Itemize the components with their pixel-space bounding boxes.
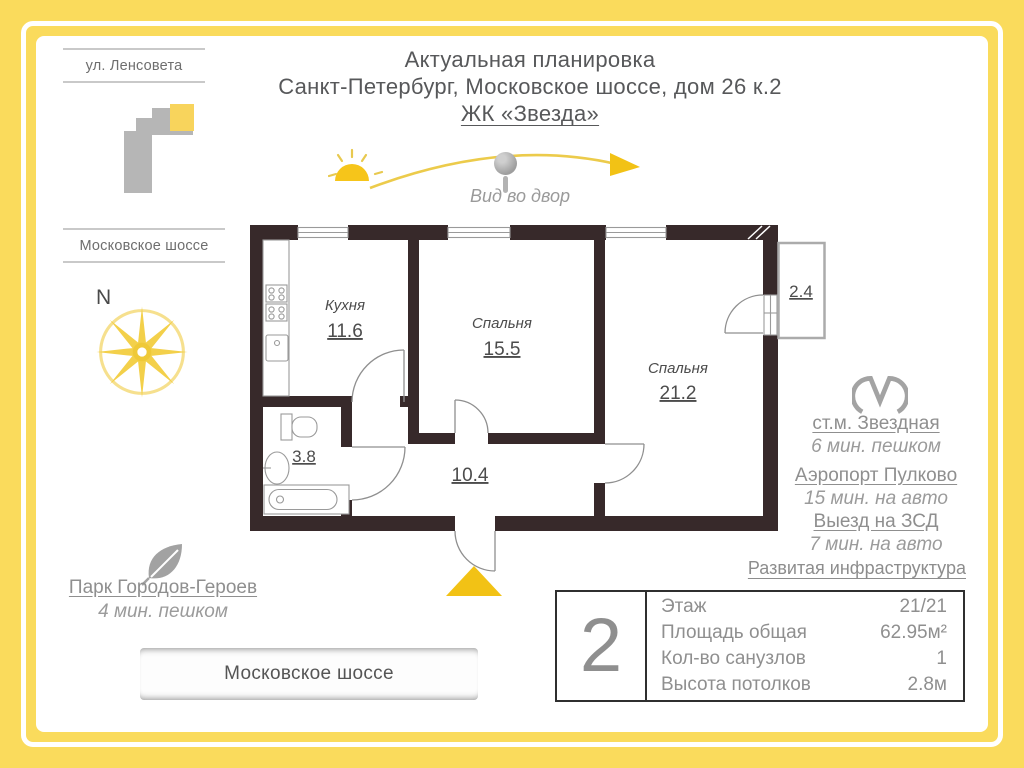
park-time: 4 мин. пешком [98,601,228,622]
bedroom1-name: Спальня [472,315,532,332]
info-row-bathrooms: Кол-во санузлов 1 [661,647,947,671]
bathroom-fixtures [263,413,350,515]
compass-north-label: N [96,286,112,309]
metro-icon [852,376,908,414]
info-label: Кол-во санузлов [661,648,806,669]
corner-hatch [747,225,771,240]
bedroom1-area: 15.5 [484,339,521,360]
info-label: Этаж [661,596,707,617]
info-row-floor: Этаж 21/21 [661,595,947,619]
transport-info: ст.м. Звездная 6 мин. пешком Аэропорт Пу… [768,412,984,556]
info-row-area: Площадь общая 62.95м² [661,621,947,645]
view-to-yard-label: Вид во двор [470,186,570,206]
content-area [36,36,988,732]
airport-name: Аэропорт Пулково [794,465,958,486]
info-rows: Этаж 21/21 Площадь общая 62.95м² Кол-во … [647,592,963,700]
bedroom2-name: Спальня [648,360,708,377]
arrowhead [610,153,640,176]
info-value: 62.95м² [880,622,947,643]
street-label-moskovskoe-bottom: Московское шоссе [140,648,478,700]
balcony-area: 2.4 [789,282,813,301]
highway-name: Выезд на ЗСД [813,511,939,532]
floorplan-svg: Кухня 11.6 Спальня 15.5 Спальня 21.2 3.8… [250,225,826,596]
metro-name: ст.м. Звездная [812,413,940,434]
info-label: Высота потолков [661,674,811,695]
info-label: Площадь общая [661,622,807,643]
kitchen-name: Кухня [325,297,365,314]
street-label-moskovskoe-left: Московское шоссе [63,228,225,263]
building-footprint-icon [124,104,194,193]
infrastructure-label: Развитая инфраструктура [747,558,966,578]
apartment-info-box: 2 Этаж 21/21 Площадь общая 62.95м² Кол-в… [555,590,965,702]
map-pin-icon [494,152,517,175]
complex-name: ЖК «Звезда» [460,101,600,126]
kitchen-area: 11.6 [327,321,363,342]
windows [297,226,778,336]
doors [351,294,764,572]
bathroom-area: 3.8 [292,447,316,466]
address-line: Санкт-Петербург, Московское шоссе, дом 2… [278,74,782,99]
building-highlight-unit [170,104,194,131]
info-row-ceiling: Высота потолков 2.8м [661,673,947,697]
sun-icon [328,148,384,181]
balcony-outline [777,241,826,340]
rooms-count-cell: 2 [557,592,647,700]
street-label-lensoveta: ул. Ленсовета [63,48,205,83]
hallway-area: 10.4 [452,465,489,486]
kitchen-fixtures [262,239,290,397]
map-pin-stem [503,176,508,193]
info-value: 1 [936,648,947,669]
header: Актуальная планировка Санкт-Петербург, М… [200,46,860,127]
leaf-icon [141,544,182,586]
page-title: Актуальная планировка [404,47,656,72]
compass-rose-icon [96,306,188,398]
highway-time: 7 мин. на авто [809,534,943,555]
kitchen-sink-icon [265,334,289,362]
park-name: Парк Городов-Героев [68,577,258,598]
info-value: 21/21 [899,596,947,617]
airport-time: 15 мин. на авто [804,488,948,509]
metro-time: 6 мин. пешком [811,436,941,457]
toilet-icon [280,413,293,441]
entrance-arrow-icon [446,566,502,596]
bedroom2-area: 21.2 [660,383,697,404]
room-labels: Кухня 11.6 Спальня 15.5 Спальня 21.2 3.8… [292,282,813,486]
park-info: Парк Городов-Героев 4 мин. пешком [30,576,296,624]
info-value: 2.8м [907,674,947,695]
rooms-count: 2 [579,603,623,688]
